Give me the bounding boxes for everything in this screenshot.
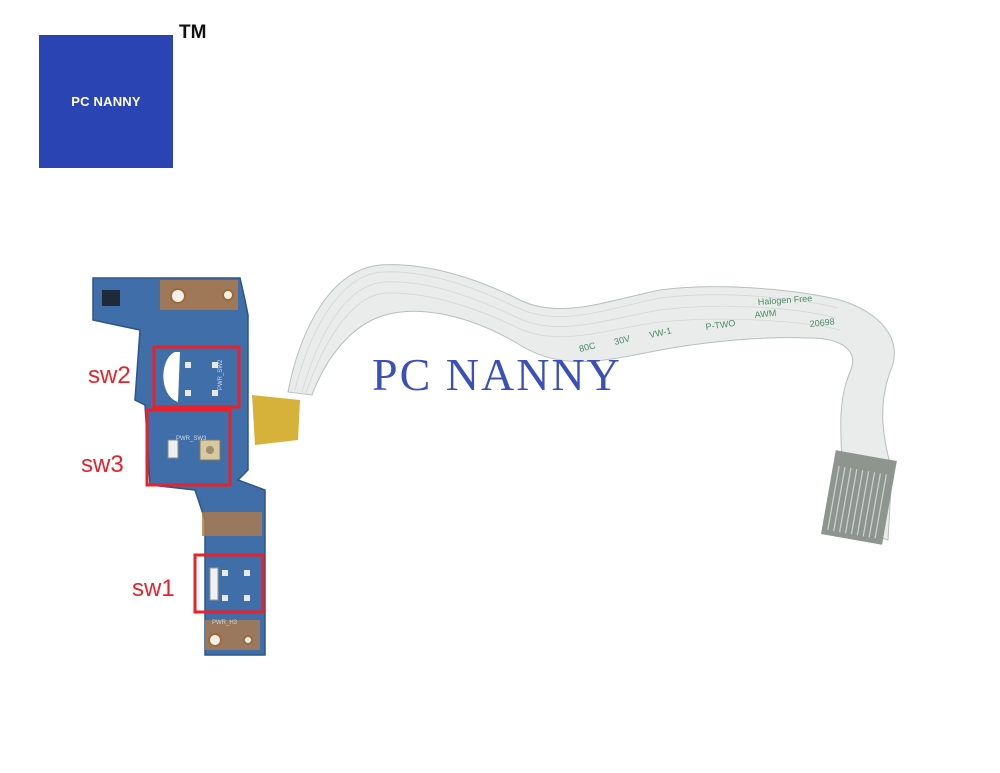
sw2-highlight-box — [152, 345, 241, 409]
cable-print-80c: 80C — [578, 340, 597, 354]
cable-print-20698: 20698 — [809, 316, 835, 329]
trademark-mark: TM — [179, 22, 207, 43]
pcb-print-pwr-sw2: PWR_SW2 — [218, 359, 224, 390]
cable-print-halogen: Halogen Free — [757, 293, 812, 307]
brand-logo: PC NANNY — [39, 35, 173, 168]
sw1-highlight-box — [193, 553, 265, 614]
sw1-label: sw1 — [132, 575, 175, 602]
pcb-board: PWR_SW2 PWR_SW3 PWR_H3 — [92, 277, 266, 656]
brand-logo-text: PC NANNY — [71, 94, 141, 109]
cable-print-30v: 30V — [613, 333, 631, 347]
sw3-label: sw3 — [81, 451, 124, 478]
watermark-text: PC NANNY — [372, 349, 622, 400]
cable-print-ptwo: P-TWO — [705, 318, 736, 332]
cable-print-vw: VW-1 — [648, 326, 672, 340]
ribbon-cable: P-TWO AWM Halogen Free VW-1 80C 30V 2069… — [287, 264, 897, 545]
flex-tape — [252, 395, 300, 445]
sw3-highlight-box — [145, 408, 232, 487]
pcb-print-pwr-sw3: PWR_SW3 — [176, 436, 207, 442]
cable-print-awm: AWM — [754, 308, 777, 320]
pcb-print-pwr-h3: PWR_H3 — [212, 620, 238, 626]
sw2-label: sw2 — [88, 362, 131, 389]
